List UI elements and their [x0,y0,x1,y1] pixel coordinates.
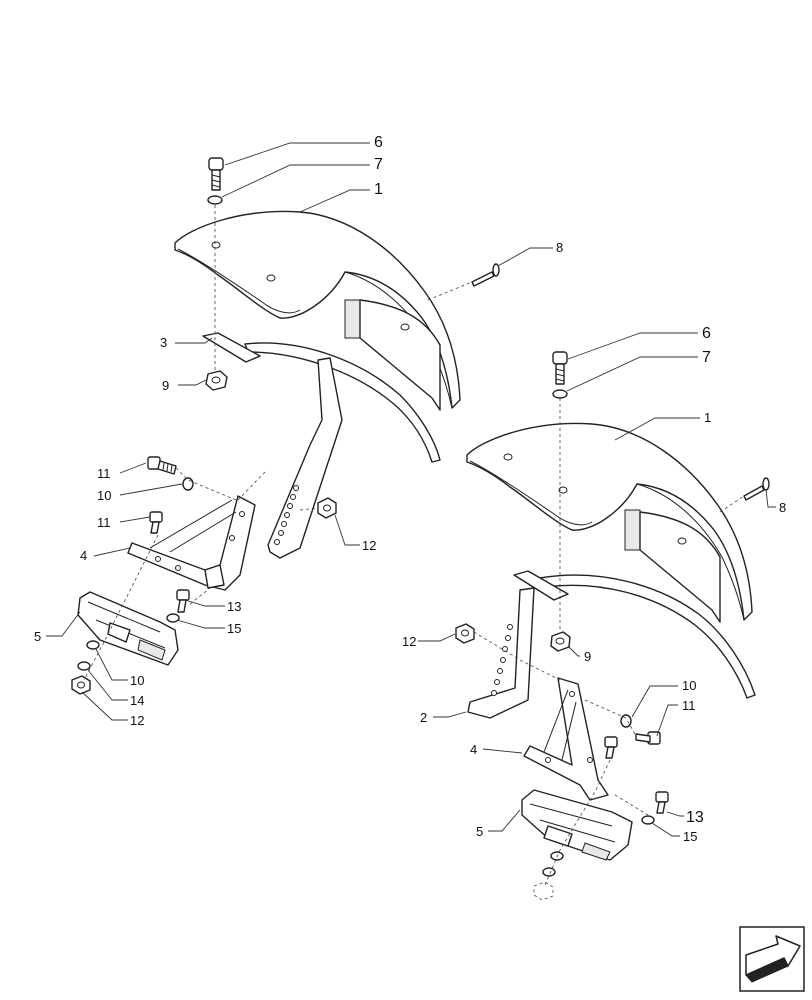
nut-left [205,370,228,391]
support-bracket-left [127,495,256,591]
callout-6-left: 6 [374,134,383,151]
callout-10-right: 10 [682,678,696,693]
bracket-arc-right [467,574,756,719]
next-page-button[interactable] [739,926,805,992]
nut-12-left-upper [317,497,337,519]
next-page-arrow-icon [745,935,801,983]
callout-10-left-upper: 10 [97,488,111,503]
callout-4-left: 4 [80,548,87,563]
washer-top-right [552,389,568,399]
callout-5-left: 5 [34,629,41,644]
callout-11-left-upper: 11 [97,466,111,481]
pin-right [743,477,770,501]
plate-left [202,332,261,363]
nut-15-right [641,815,655,825]
fender-left [174,210,461,411]
nut-right [550,631,571,652]
bolt-13-right [655,791,669,814]
support-bracket-right [523,677,609,801]
callout-15-right: 15 [683,829,697,844]
callout-1-right: 1 [704,410,711,425]
callout-labels: 6 7 1 8 3 9 11 10 11 4 12 13 15 5 10 14 … [34,134,786,844]
callout-7-right: 7 [702,349,711,366]
bolt-top-right [552,351,568,385]
callout-12-left-lower: 12 [130,713,144,728]
washer-top-left [207,195,223,205]
fender-right [466,422,753,623]
pin-left [471,263,500,287]
bolt-right-center [604,736,618,759]
clamp-left [77,591,179,666]
nut-12-right [455,623,475,644]
bolt-11-lower-left [149,511,163,534]
leader-lines [46,142,776,837]
nut-12-left-lower [71,675,91,695]
callout-11-left-lower: 11 [97,515,111,530]
callout-12-left-upper: 12 [362,538,376,553]
callout-11-right: 11 [682,698,696,713]
bolt-top-left [208,157,224,191]
bolt-13-left [176,589,190,613]
washer-10-lower-left [86,640,100,650]
washer-10-right [620,714,632,728]
bolt-11-right [635,731,661,745]
callout-13-left: 13 [227,599,241,614]
callout-1-left: 1 [374,181,383,198]
callout-13-right: 13 [686,809,704,826]
nut-right-lower [533,881,554,901]
washer-14-left [77,661,91,671]
washer-right-lower-2 [542,867,556,877]
nut-15-left [166,613,180,623]
washer-10-upper-left [182,477,194,491]
callout-14: 14 [130,693,144,708]
callout-9-left: 9 [162,378,169,393]
bolt-11-upper-left [147,456,177,475]
callout-12-right: 12 [402,634,416,649]
clamp-right [521,789,633,861]
callout-9-right: 9 [584,649,591,664]
callout-8-left: 8 [556,240,563,255]
callout-7-left: 7 [374,156,383,173]
plate-right [513,570,569,601]
callout-3: 3 [160,335,167,350]
callout-4-right: 4 [470,742,477,757]
callout-15-left: 15 [227,621,241,636]
callout-8-right: 8 [779,500,786,515]
bracket-arc-left [244,342,441,559]
callout-10-left-lower: 10 [130,673,144,688]
callout-2: 2 [420,710,427,725]
callout-5-right: 5 [476,824,483,839]
callout-6-right: 6 [702,325,711,342]
